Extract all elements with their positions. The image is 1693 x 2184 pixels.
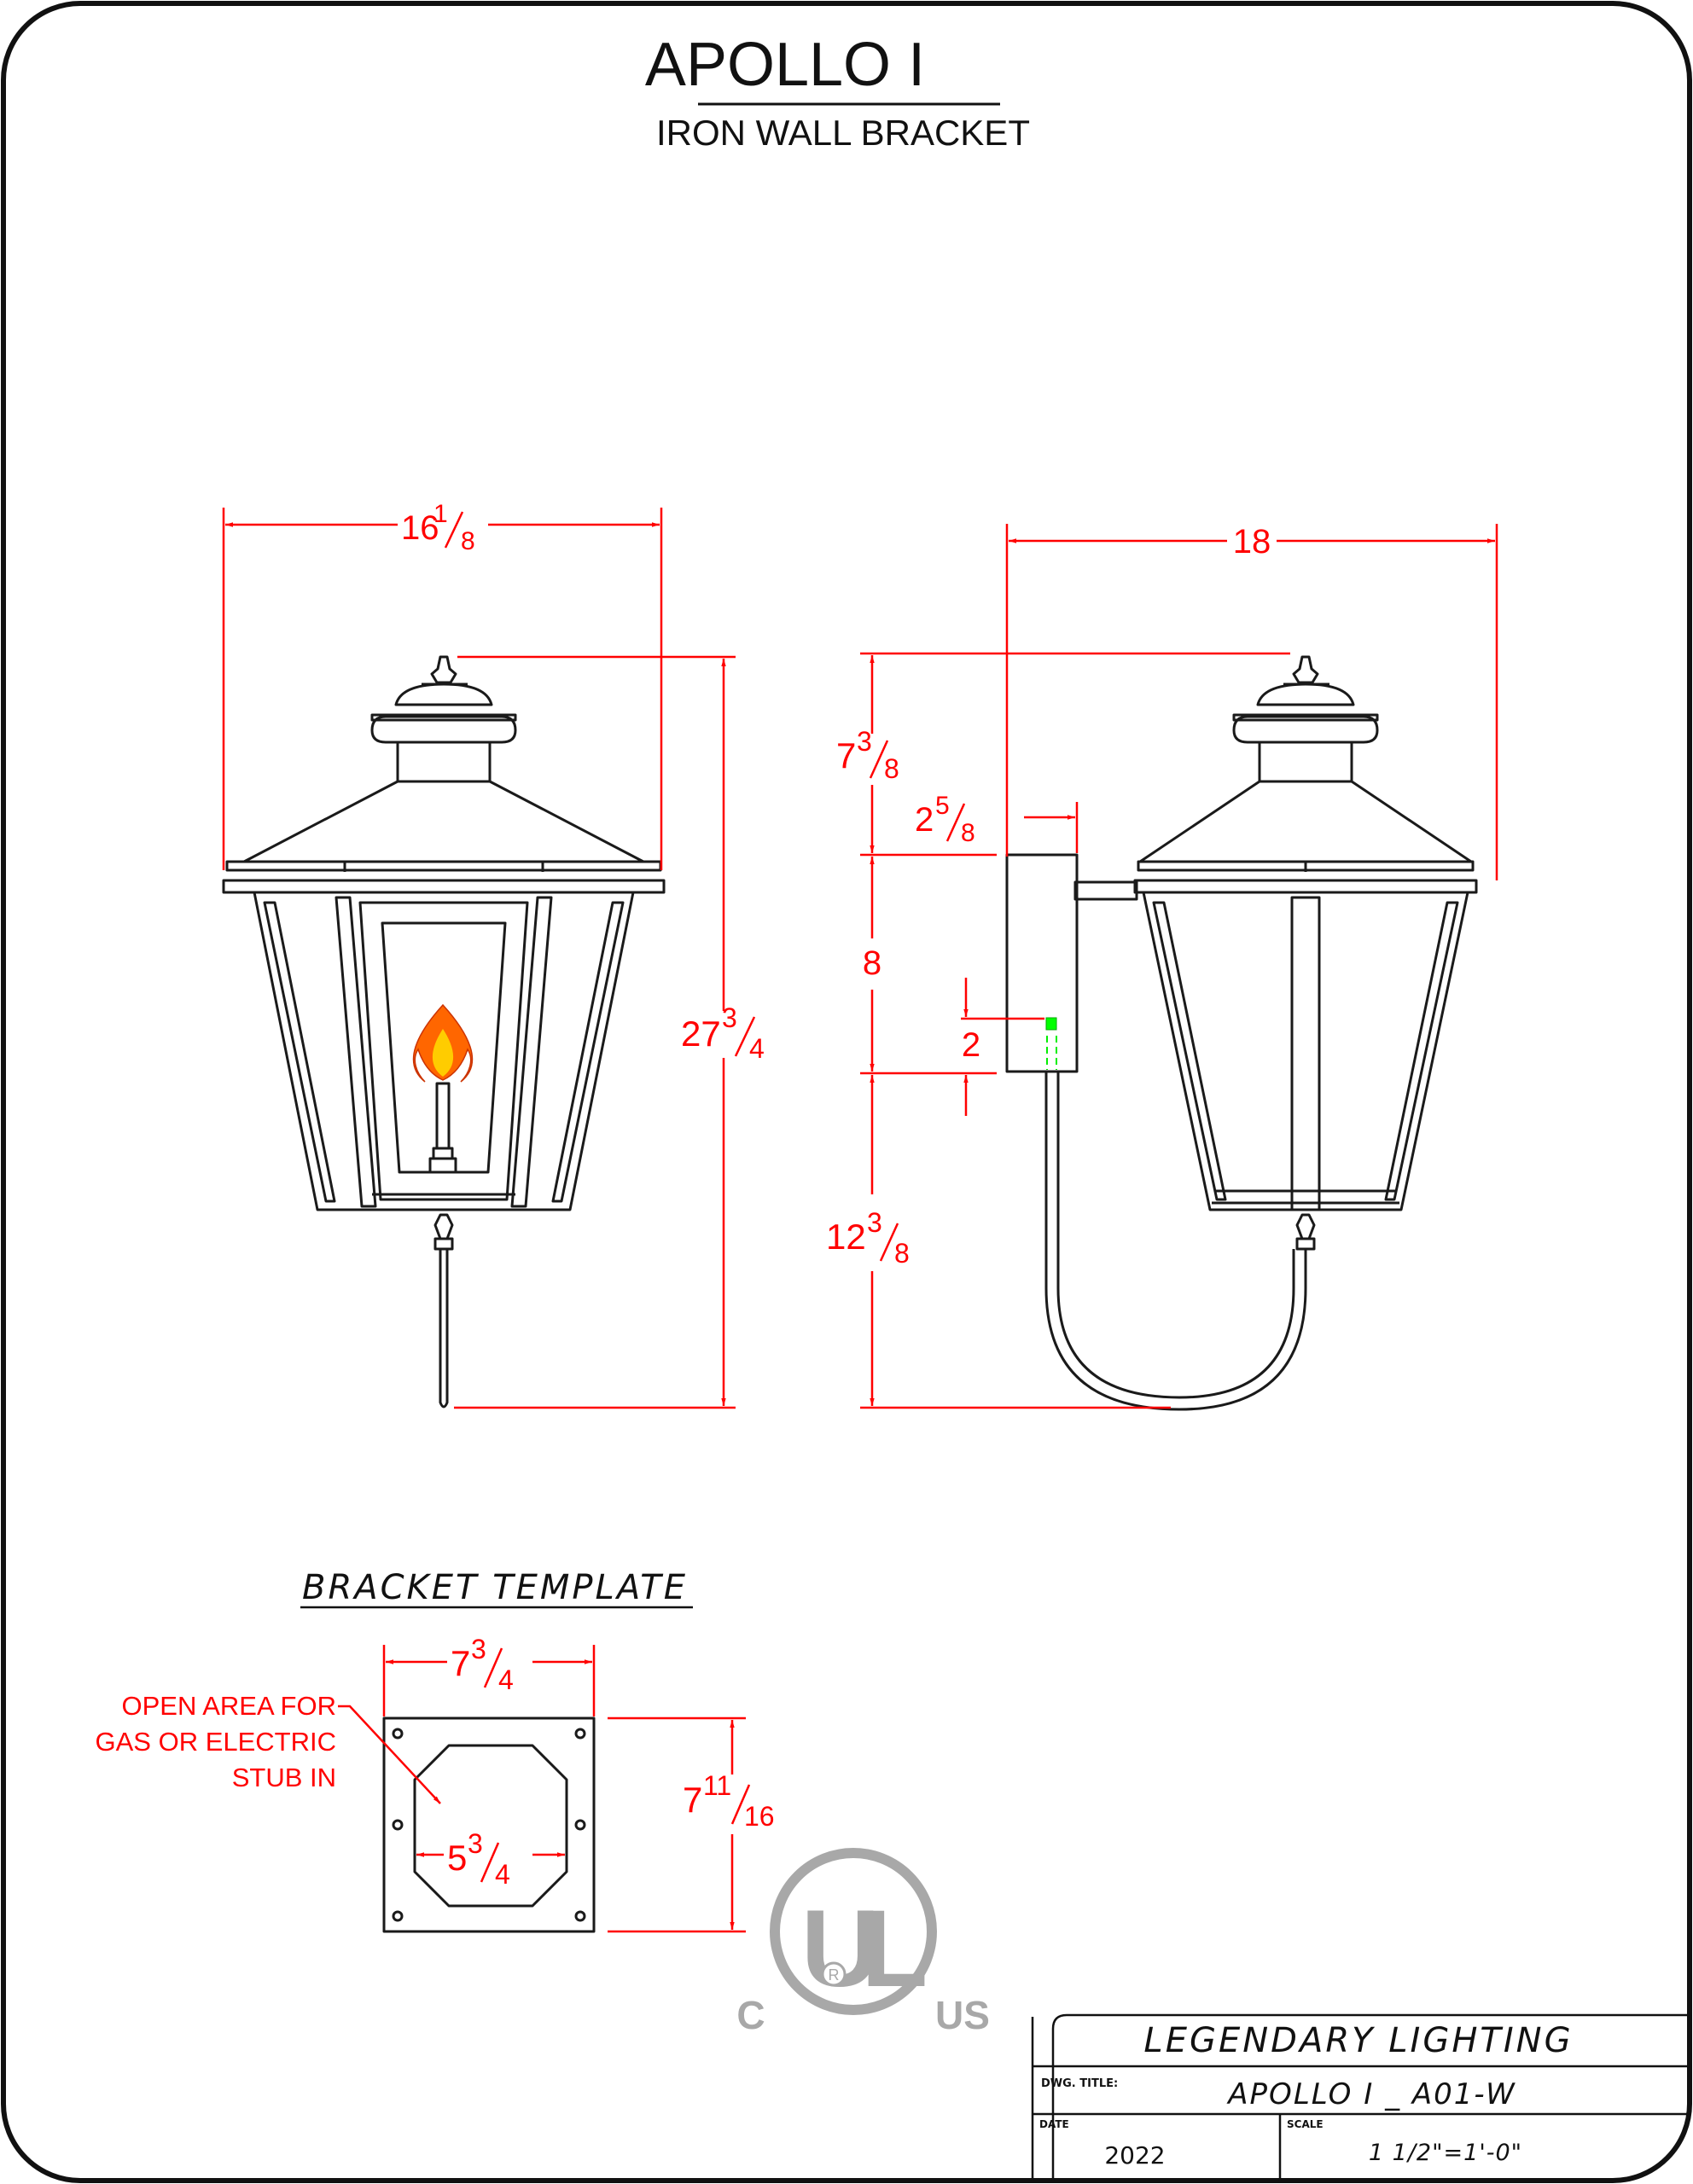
svg-text:3: 3 [867, 1207, 882, 1238]
svg-text:3: 3 [857, 726, 872, 757]
svg-text:3: 3 [468, 1828, 483, 1859]
svg-text:7: 7 [836, 735, 856, 775]
front-height-dimension: 27 3 4 [454, 655, 765, 1409]
side-stub-offset-label: 2 [962, 1026, 980, 1064]
svg-text:2: 2 [915, 801, 934, 839]
svg-text:7: 7 [451, 1643, 470, 1683]
drawing-title: APOLLO I [645, 31, 925, 99]
svg-text:3: 3 [471, 1634, 486, 1664]
svg-text:8: 8 [884, 753, 899, 784]
svg-text:C: C [736, 1993, 765, 2037]
side-plate-offset-label: 2 5 8 [915, 792, 975, 847]
stub-opening-note: OPEN AREA FOR GAS OR ELECTRIC STUB IN [96, 1691, 441, 1804]
title-block-date: 2022 [1104, 2141, 1165, 2169]
side-plate-height-label: 8 [863, 944, 881, 982]
side-projection-dimension: 18 [1005, 523, 1498, 880]
bracket-width-dimension: 7 3 4 [382, 1634, 596, 1716]
svg-text:16: 16 [401, 509, 439, 547]
front-height-label: 27 3 4 [681, 1002, 765, 1064]
svg-text:3: 3 [722, 1002, 737, 1033]
drawing-subtitle: IRON WALL BRACKET [656, 113, 1030, 153]
svg-text:OPEN AREA FOR: OPEN AREA FOR [121, 1691, 336, 1721]
svg-text:8: 8 [894, 1238, 910, 1269]
bracket-height-dimension: 7 11 16 [608, 1716, 775, 1933]
electric-stub-icon [1045, 1017, 1057, 1070]
svg-text:STUB IN: STUB IN [232, 1763, 336, 1792]
svg-text:7: 7 [683, 1780, 702, 1820]
side-vertical-dimensions: 7 3 8 8 12 3 8 [826, 652, 1290, 1409]
svg-text:12: 12 [826, 1217, 866, 1257]
svg-text:27: 27 [681, 1014, 721, 1054]
svg-text:4: 4 [495, 1859, 510, 1890]
title-block-scale-label: SCALE [1287, 2118, 1324, 2130]
svg-text:US: US [935, 1993, 990, 2037]
side-view-lantern [1005, 655, 1478, 1411]
side-top-section-label: 7 3 8 [836, 726, 899, 784]
side-projection-label: 18 [1233, 523, 1271, 561]
svg-text:5: 5 [935, 792, 950, 820]
side-bottom-section-label: 12 3 8 [826, 1207, 910, 1269]
title-block-dwg-title-label: DWG. TITLE: [1041, 2077, 1118, 2090]
side-stub-offset-dimension: 2 [961, 978, 1044, 1116]
title-block: LEGENDARY LIGHTING DWG. TITLE: APOLLO I … [1031, 2013, 1688, 2181]
svg-text:16: 16 [744, 1801, 775, 1832]
title-block-company: LEGENDARY LIGHTING [1143, 2021, 1573, 2060]
front-width-dimension: 16 1 8 [222, 500, 663, 870]
bracket-width-label: 7 3 4 [451, 1634, 514, 1695]
ul-certification-logo: UL R C US [736, 1848, 990, 2037]
bracket-opening-label: 5 3 4 [447, 1828, 510, 1890]
title-block-dwg-title: APOLLO I _ A01-W [1226, 2077, 1516, 2111]
bracket-template-plate [382, 1716, 596, 1933]
flame-icon [412, 1003, 474, 1083]
title-block-date-label: DATE [1039, 2118, 1069, 2130]
front-width-label: 16 1 8 [401, 500, 475, 555]
bracket-opening-dimension: 5 3 4 [416, 1828, 565, 1890]
svg-text:UL: UL [801, 1888, 925, 2010]
svg-text:11: 11 [703, 1770, 731, 1801]
svg-text:4: 4 [749, 1033, 765, 1064]
svg-text:8: 8 [461, 527, 475, 555]
svg-text:1: 1 [433, 500, 448, 528]
svg-text:8: 8 [961, 819, 975, 847]
bracket-height-label: 7 11 16 [683, 1770, 775, 1832]
bracket-template-heading: BRACKET TEMPLATE [302, 1568, 688, 1607]
svg-text:5: 5 [447, 1838, 467, 1878]
side-plate-offset-dimension: 2 5 8 [915, 792, 1079, 853]
svg-text:GAS OR ELECTRIC: GAS OR ELECTRIC [96, 1727, 337, 1757]
svg-text:4: 4 [498, 1664, 514, 1695]
title-block-scale: 1 1/2"=1'-0" [1369, 2140, 1522, 2166]
svg-text:R: R [829, 1966, 840, 1984]
